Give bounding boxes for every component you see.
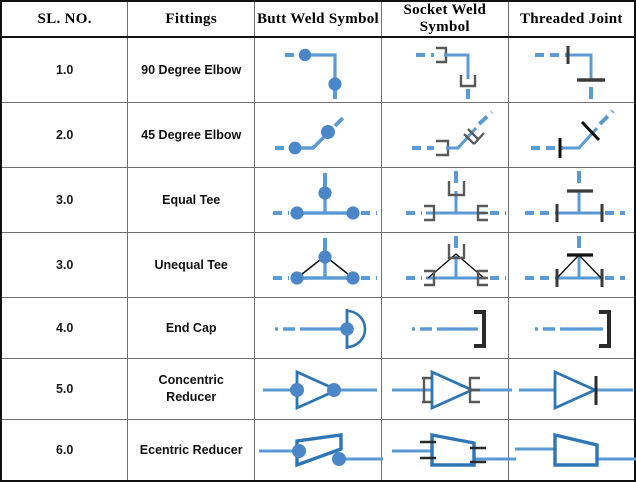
45-degree-elbow-threaded-joint-symbol <box>509 104 634 166</box>
socket-weld-symbol-cell <box>380 167 509 234</box>
end-cap-butt-weld-symbol <box>255 299 381 357</box>
socket-weld-symbol-cell <box>380 419 516 482</box>
45-degree-elbow-socket-weld-symbol <box>382 104 508 166</box>
fitting-name-line1: Concentric <box>158 373 224 388</box>
row-number: 2.0 <box>0 102 129 169</box>
row-number: 4.0 <box>0 297 129 360</box>
butt-weld-symbol-cell <box>254 167 382 234</box>
threaded-joint-symbol-cell <box>507 232 636 299</box>
equal-tee-threaded-joint-symbol <box>509 169 634 231</box>
90-degree-elbow-socket-weld-symbol <box>382 39 508 101</box>
threaded-joint-symbol-cell <box>507 36 636 104</box>
fitting-name: Ecentric Reducer <box>127 419 256 482</box>
table-row: 3.0 Unequal Tee <box>0 232 636 299</box>
table-row: 5.0 Concentric Reducer <box>0 358 636 421</box>
socket-weld-symbol-cell <box>380 232 509 299</box>
threaded-joint-symbol-cell <box>507 167 636 234</box>
butt-weld-symbol-cell <box>254 358 382 421</box>
socket-weld-symbol-cell <box>380 358 512 421</box>
table-row: 6.0 Ecentric Reducer <box>0 419 636 482</box>
fitting-name: Concentric Reducer <box>127 358 256 421</box>
unequal-tee-threaded-joint-symbol <box>509 234 634 296</box>
end-cap-socket-weld-symbol <box>382 299 508 357</box>
fitting-name: End Cap <box>127 297 256 360</box>
threaded-joint-symbol-cell <box>507 297 636 360</box>
row-number: 3.0 <box>0 167 129 234</box>
column-header-sl-no: SL. NO. <box>1 1 129 38</box>
concentric-reducer-threaded-joint-symbol <box>509 360 634 418</box>
concentric-reducer-socket-weld-symbol <box>382 360 512 418</box>
socket-weld-symbol-cell <box>380 36 509 104</box>
eccentric-reducer-threaded-joint-symbol <box>514 432 636 467</box>
butt-weld-symbol-cell <box>254 419 384 482</box>
butt-weld-symbol-cell <box>254 297 382 360</box>
fitting-name: 45 Degree Elbow <box>127 102 256 169</box>
row-number: 1.0 <box>0 36 129 104</box>
butt-weld-symbol-cell <box>254 36 382 104</box>
45-degree-elbow-butt-weld-symbol <box>255 104 381 166</box>
fitting-name: Unequal Tee <box>127 232 256 299</box>
equal-tee-socket-weld-symbol <box>382 169 508 231</box>
fitting-name: Equal Tee <box>127 167 256 234</box>
row-number: 3.0 <box>0 232 129 299</box>
unequal-tee-socket-weld-symbol <box>382 234 508 296</box>
table-row: 3.0 Equal Tee <box>0 167 636 234</box>
table-body: 1.0 90 Degree Elbow <box>0 36 636 482</box>
threaded-joint-symbol-cell <box>507 358 636 421</box>
table-row: 1.0 90 Degree Elbow <box>0 36 636 104</box>
row-number: 5.0 <box>0 358 129 421</box>
concentric-reducer-butt-weld-symbol <box>255 360 381 418</box>
eccentric-reducer-socket-weld-symbol <box>391 432 516 467</box>
column-header-socket-weld: Socket Weld Symbol <box>380 1 509 38</box>
column-header-fittings: Fittings <box>127 1 256 38</box>
end-cap-threaded-joint-symbol <box>509 299 634 357</box>
column-header-butt-weld: Butt Weld Symbol <box>254 1 382 38</box>
threaded-joint-symbol-cell <box>507 419 636 482</box>
table-row: 2.0 45 Degree Elbow <box>0 102 636 169</box>
column-header-threaded-joint: Threaded Joint <box>507 1 635 38</box>
unequal-tee-butt-weld-symbol <box>255 234 381 296</box>
table-row: 4.0 End Cap <box>0 297 636 360</box>
90-degree-elbow-butt-weld-symbol <box>255 39 381 101</box>
fitting-name: 90 Degree Elbow <box>127 36 256 104</box>
butt-weld-symbol-cell <box>254 232 382 299</box>
socket-weld-symbol-cell <box>380 297 509 360</box>
equal-tee-butt-weld-symbol <box>255 169 381 231</box>
threaded-joint-symbol-cell <box>507 102 636 169</box>
90-degree-elbow-threaded-joint-symbol <box>509 39 634 101</box>
fitting-name-line2: Reducer <box>166 390 217 405</box>
socket-weld-symbol-cell <box>380 102 509 169</box>
header-row: SL. NO. Fittings Butt Weld Symbol Socket… <box>1 1 635 38</box>
row-number: 6.0 <box>0 419 129 482</box>
eccentric-reducer-butt-weld-symbol <box>259 433 384 468</box>
butt-weld-symbol-cell <box>254 102 382 169</box>
table-header: SL. NO. Fittings Butt Weld Symbol Socket… <box>1 1 635 38</box>
